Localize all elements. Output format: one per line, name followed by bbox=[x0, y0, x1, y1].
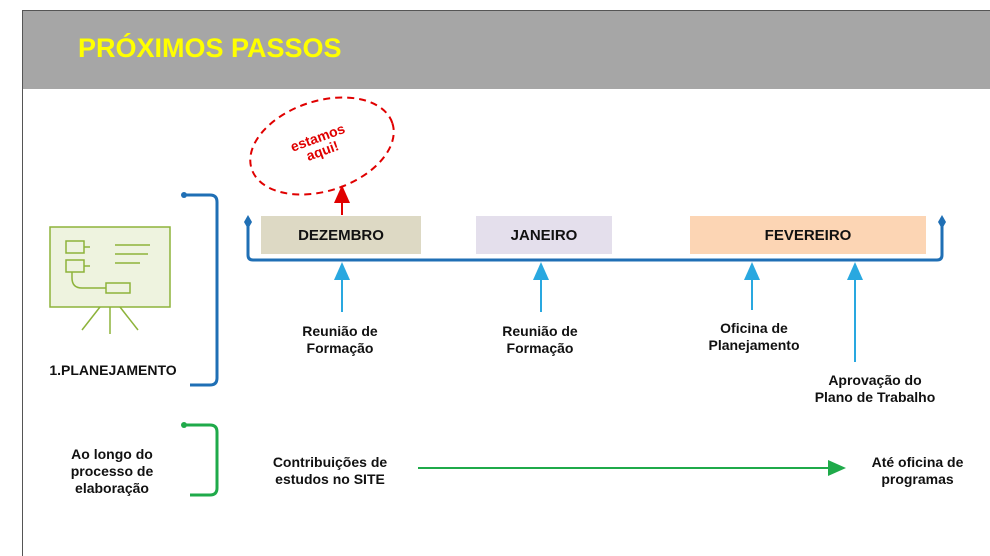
month-label: FEVEREIRO bbox=[764, 226, 852, 244]
phase-label: 1.PLANEJAMENTO bbox=[49, 362, 177, 378]
until-label: Até oficina de programas bbox=[871, 454, 964, 487]
header-bar: PRÓXIMOS PASSOS bbox=[23, 11, 990, 89]
event-label-1: Reunião de Formação bbox=[302, 323, 378, 356]
page-title: PRÓXIMOS PASSOS bbox=[78, 33, 342, 63]
activity-label: Contribuições de estudos no SITE bbox=[272, 454, 388, 487]
month-label: JANEIRO bbox=[510, 226, 578, 244]
month-box-janeiro: JANEIRO bbox=[476, 216, 612, 254]
current-position-bubble bbox=[249, 96, 395, 196]
month-box-dezembro: DEZEMBRO bbox=[261, 216, 421, 254]
month-label: DEZEMBRO bbox=[298, 226, 384, 244]
continuous-bracket bbox=[185, 423, 219, 497]
planning-bracket bbox=[185, 193, 219, 387]
event-label-3: Oficina de Planejamento bbox=[708, 320, 800, 353]
continuous-label: Ao longo do processo de elaboração bbox=[70, 446, 154, 496]
month-box-fevereiro: FEVEREIRO bbox=[690, 216, 926, 254]
event-label-4: Aprovação do Plano de Trabalho bbox=[814, 372, 936, 405]
event-label-2: Reunião de Formação bbox=[502, 323, 578, 356]
presentation-board-icon bbox=[49, 226, 171, 334]
timeline-line bbox=[246, 222, 944, 262]
slide: PRÓXIMOS PASSOS bbox=[22, 10, 990, 556]
